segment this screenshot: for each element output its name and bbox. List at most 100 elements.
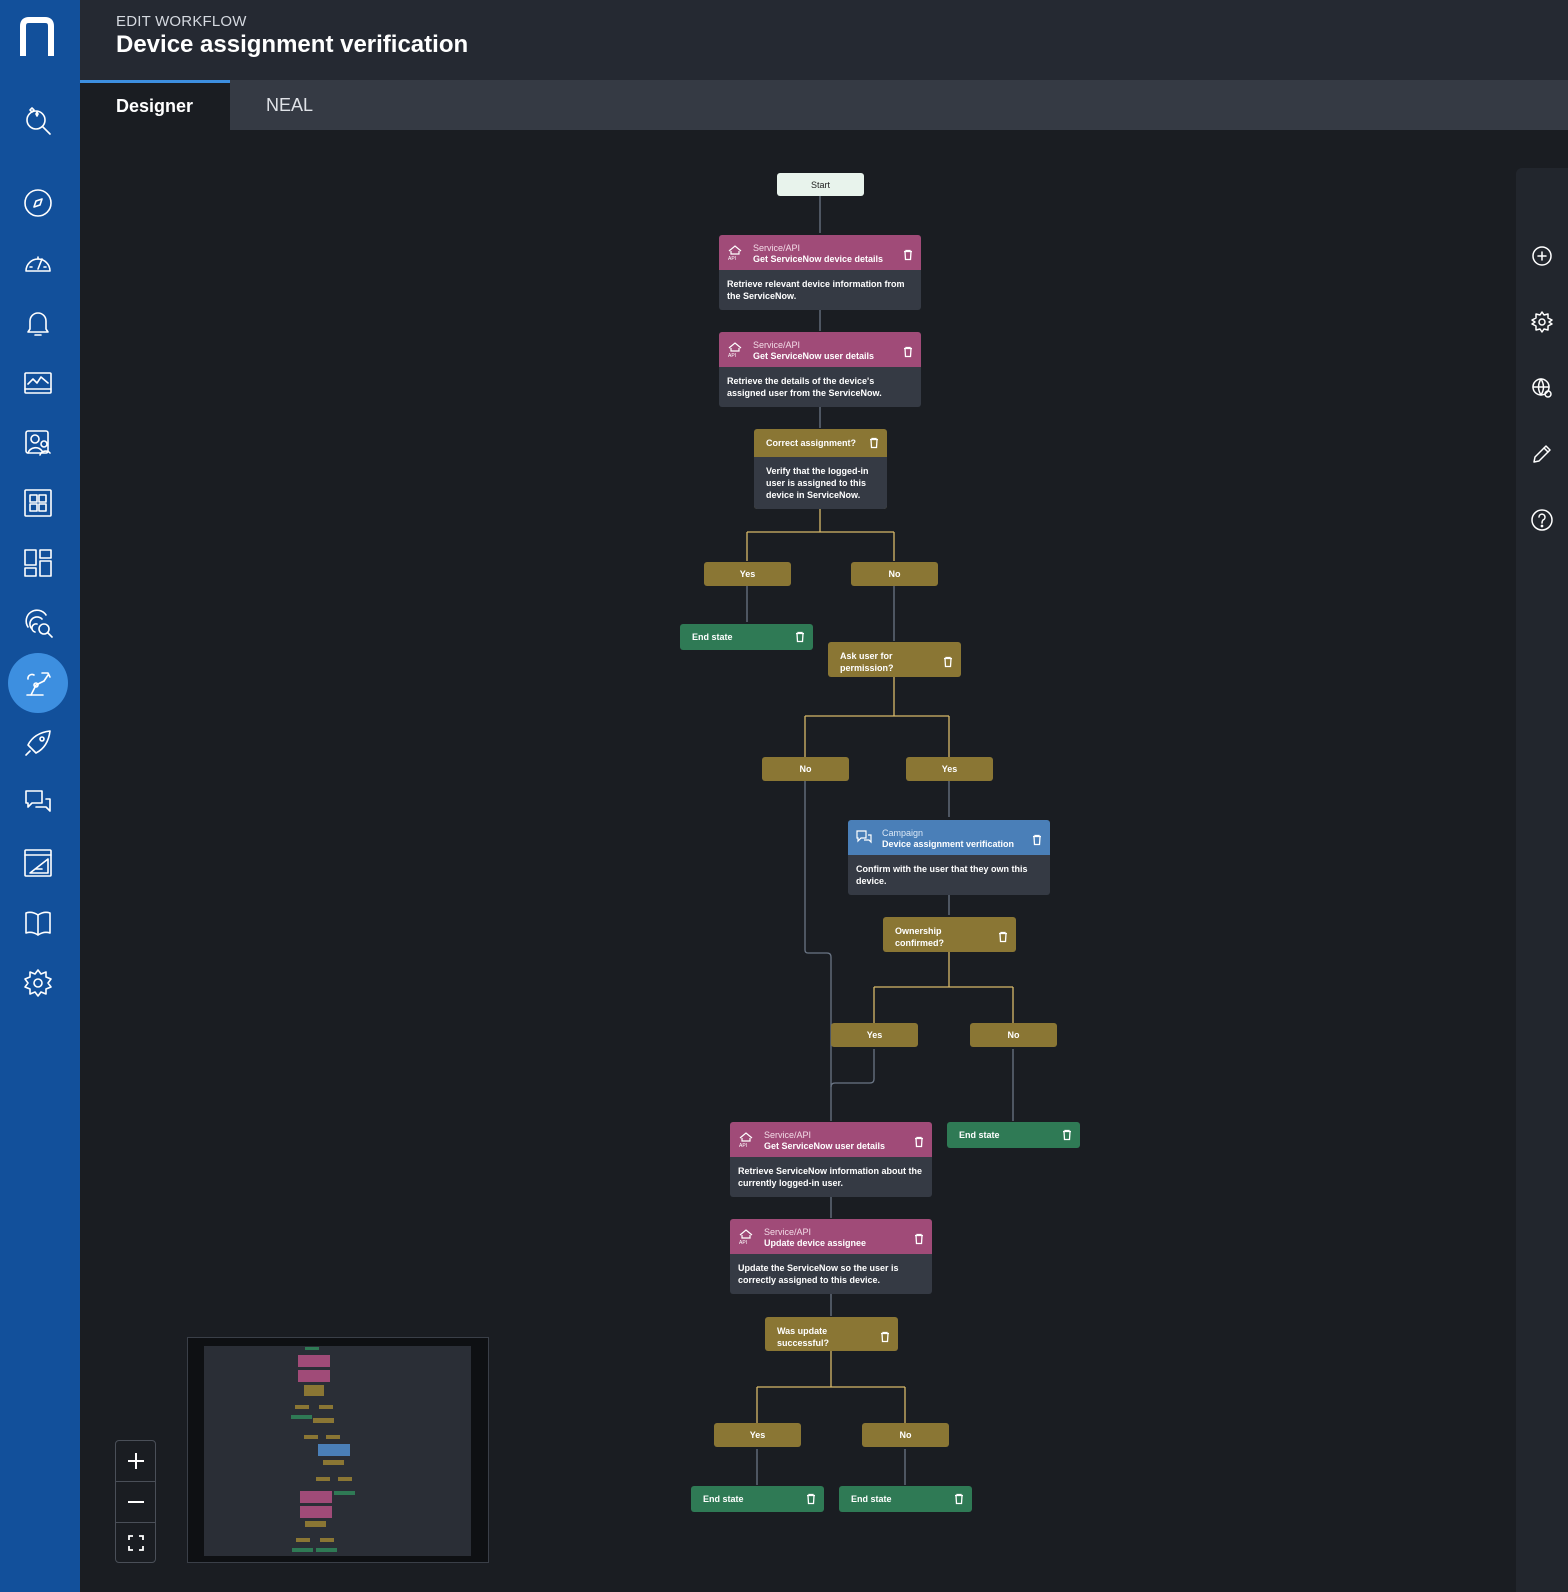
end-state-label: End state [959, 1130, 1000, 1140]
design-icon[interactable] [8, 833, 68, 893]
chat-bubbles-icon [856, 830, 872, 844]
end-state-label: End state [703, 1494, 744, 1504]
bell-icon[interactable] [8, 293, 68, 353]
right-tool-rail [1516, 168, 1568, 1592]
tab-bar: Designer NEAL [80, 80, 1568, 130]
trash-icon[interactable] [806, 1493, 816, 1505]
node-description: Retrieve the details of the device's ass… [719, 367, 921, 407]
end-state-node[interactable]: End state [680, 624, 813, 650]
divider [116, 1481, 155, 1482]
api-icon: API [728, 342, 742, 358]
branch-no[interactable]: No [851, 562, 938, 586]
svg-text:API: API [728, 256, 736, 261]
end-state-node[interactable]: End state [947, 1122, 1080, 1148]
fit-screen-icon[interactable] [116, 1523, 155, 1563]
api-icon: API [739, 1229, 753, 1245]
speedometer-icon[interactable] [8, 233, 68, 293]
pencil-icon[interactable] [1530, 442, 1554, 466]
chat-icon[interactable] [8, 773, 68, 833]
trash-icon[interactable] [914, 1134, 924, 1147]
branch-yes[interactable]: Yes [704, 562, 791, 586]
minimap-node [304, 1385, 324, 1396]
rocket-icon[interactable] [8, 713, 68, 773]
zoom-out-icon[interactable] [116, 1482, 155, 1522]
trash-icon[interactable] [795, 631, 805, 643]
minimap-node [300, 1506, 332, 1518]
trash-icon[interactable] [914, 1231, 924, 1244]
trash-icon[interactable] [954, 1493, 964, 1505]
node-kind: Campaign [882, 828, 924, 838]
page-title: Device assignment verification [116, 31, 469, 58]
book-icon[interactable] [8, 893, 68, 953]
branch-yes[interactable]: Yes [831, 1023, 918, 1047]
workflow-robot-icon[interactable] [8, 653, 68, 713]
minimap-node [304, 1435, 318, 1439]
settings-icon[interactable] [1530, 310, 1554, 334]
api-icon: API [739, 1132, 753, 1148]
zoom-in-icon[interactable] [116, 1441, 155, 1481]
decision-node-correct-assignment[interactable]: Correct assignment? Verify that the logg… [754, 429, 887, 509]
node-title: Correct assignment? [766, 438, 857, 448]
minimap-node [316, 1548, 337, 1552]
branch-no[interactable]: No [970, 1023, 1057, 1047]
service-node-user-details[interactable]: API Service/API Get ServiceNow user deta… [719, 332, 921, 407]
trash-icon[interactable] [903, 247, 913, 260]
tab-designer[interactable]: Designer [80, 80, 230, 130]
compass-icon[interactable] [8, 173, 68, 233]
end-state-node[interactable]: End state [691, 1486, 824, 1512]
end-state-node[interactable]: End state [839, 1486, 972, 1512]
trash-icon[interactable] [903, 344, 913, 357]
trash-icon[interactable] [880, 1331, 890, 1343]
dashboard-icon[interactable] [8, 533, 68, 593]
grid-icon[interactable] [8, 473, 68, 533]
minimap-node [305, 1521, 326, 1527]
globe-gear-icon[interactable] [1530, 376, 1554, 400]
node-description: Confirm with the user that they own this… [848, 855, 1050, 895]
service-node-user-details-2[interactable]: API Service/API Get ServiceNow user deta… [730, 1122, 932, 1197]
minimap-node [292, 1548, 313, 1552]
trash-icon[interactable] [943, 656, 953, 668]
help-icon[interactable] [1530, 508, 1554, 532]
decision-node-update-successful[interactable]: Was update successful? [765, 1317, 898, 1351]
decision-node-ownership-confirmed[interactable]: Ownership confirmed? [883, 917, 1016, 952]
node-kind: Service/API [753, 340, 801, 350]
sidebar [0, 0, 80, 1592]
api-icon: API [728, 245, 742, 261]
trash-icon[interactable] [1032, 832, 1042, 845]
campaign-node[interactable]: Campaign Device assignment verification … [848, 820, 1050, 895]
minimap-node [334, 1491, 355, 1495]
tab-neal[interactable]: NEAL [266, 94, 314, 115]
node-description: Retrieve relevant device information fro… [719, 270, 921, 310]
node-title: Ownership confirmed? [895, 926, 945, 948]
gear-icon[interactable] [8, 953, 68, 1013]
users-icon[interactable] [8, 413, 68, 473]
branch-no[interactable]: No [762, 757, 849, 781]
branch-yes[interactable]: Yes [906, 757, 993, 781]
nexthink-logo-icon[interactable] [17, 16, 57, 58]
minimap-node [319, 1405, 333, 1409]
trash-icon[interactable] [1062, 1129, 1072, 1141]
fingerprint-icon[interactable] [8, 593, 68, 653]
minimap-node [318, 1444, 350, 1456]
trash-icon[interactable] [998, 931, 1008, 943]
add-icon[interactable] [1530, 244, 1554, 268]
page-eyebrow: EDIT WORKFLOW [116, 13, 247, 30]
minimap-node [305, 1347, 319, 1350]
trash-icon[interactable] [869, 437, 879, 449]
node-title: Device assignment verification [882, 839, 1015, 849]
service-node-device-details[interactable]: API Service/API Get ServiceNow device de… [719, 235, 921, 310]
monitor-graph-icon[interactable] [8, 353, 68, 413]
minimap-node [323, 1460, 344, 1465]
node-title: Ask user for permission? [840, 651, 894, 673]
decision-node-ask-permission[interactable]: Ask user for permission? [828, 642, 961, 677]
minimap[interactable] [187, 1337, 489, 1563]
minimap-node [300, 1491, 332, 1503]
node-kind: Service/API [753, 243, 801, 253]
branch-no[interactable]: No [862, 1423, 949, 1447]
start-node[interactable]: Start [777, 173, 864, 196]
minimap-viewport[interactable] [204, 1346, 471, 1556]
search-sparkle-icon[interactable] [8, 90, 68, 150]
node-title: Update device assignee [764, 1238, 867, 1248]
service-node-update-assignee[interactable]: API Service/API Update device assignee U… [730, 1219, 932, 1294]
branch-yes[interactable]: Yes [714, 1423, 801, 1447]
